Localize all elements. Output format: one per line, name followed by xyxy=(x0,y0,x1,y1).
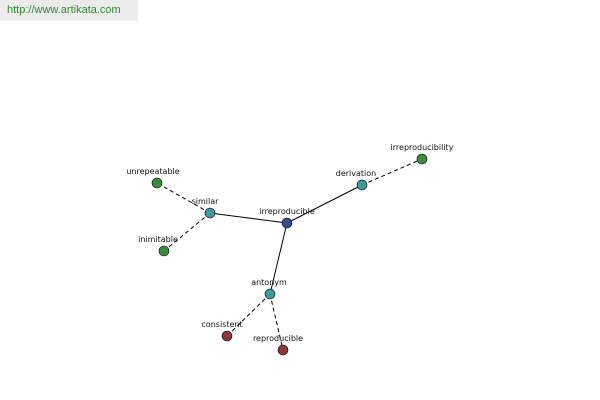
node-reproducible[interactable]: reproducible xyxy=(253,334,303,356)
edge-irreproducible-similar xyxy=(209,212,288,224)
node-inimitable-dot[interactable] xyxy=(158,245,170,257)
node-consistent-label[interactable]: consistent xyxy=(201,320,242,329)
node-antonym-dot[interactable] xyxy=(264,288,276,300)
graph-nodes: irreproducible derivation irreproducibilit… xyxy=(126,143,454,356)
node-derivation-dot[interactable] xyxy=(356,179,368,191)
node-similar-dot[interactable] xyxy=(204,207,216,219)
node-similar-label[interactable]: similar xyxy=(192,197,220,206)
node-antonym[interactable]: antonym xyxy=(251,278,287,300)
graph-edges xyxy=(156,158,423,351)
edge-similar-inimitable xyxy=(163,212,211,252)
edge-irreproducible-derivation xyxy=(286,184,363,224)
node-reproducible-dot[interactable] xyxy=(277,344,289,356)
node-unrepeatable-label[interactable]: unrepeatable xyxy=(126,167,179,176)
node-irreproducibility-dot[interactable] xyxy=(416,153,428,165)
node-reproducible-label[interactable]: reproducible xyxy=(253,334,303,343)
edge-derivation-irreproducibility xyxy=(361,158,423,186)
node-irreproducible-label[interactable]: irreproducible xyxy=(259,207,315,216)
node-irreproducible[interactable]: irreproducible xyxy=(259,207,315,229)
edge-similar-unrepeatable xyxy=(156,182,211,214)
node-consistent-dot[interactable] xyxy=(221,330,233,342)
node-inimitable-label[interactable]: inimitable xyxy=(138,235,178,244)
node-irreproducibility[interactable]: irreproducibility xyxy=(391,143,454,165)
node-derivation[interactable]: derivation xyxy=(336,169,376,191)
node-derivation-label[interactable]: derivation xyxy=(336,169,376,178)
node-consistent[interactable]: consistent xyxy=(201,320,243,342)
node-unrepeatable-dot[interactable] xyxy=(151,177,163,189)
url-banner: http://www.artikata.com xyxy=(0,0,138,21)
node-irreproducibility-label[interactable]: irreproducibility xyxy=(391,143,454,152)
edge-irreproducible-antonym xyxy=(269,222,288,295)
node-similar[interactable]: similar xyxy=(192,197,220,219)
site-url-link[interactable]: http://www.artikata.com xyxy=(7,4,121,16)
node-antonym-label[interactable]: antonym xyxy=(251,278,287,287)
edge-antonym-reproducible xyxy=(269,293,284,351)
node-unrepeatable[interactable]: unrepeatable xyxy=(126,167,180,189)
node-inimitable[interactable]: inimitable xyxy=(138,235,178,257)
edge-antonym-consistent xyxy=(226,293,271,337)
node-irreproducible-dot[interactable] xyxy=(281,217,293,229)
